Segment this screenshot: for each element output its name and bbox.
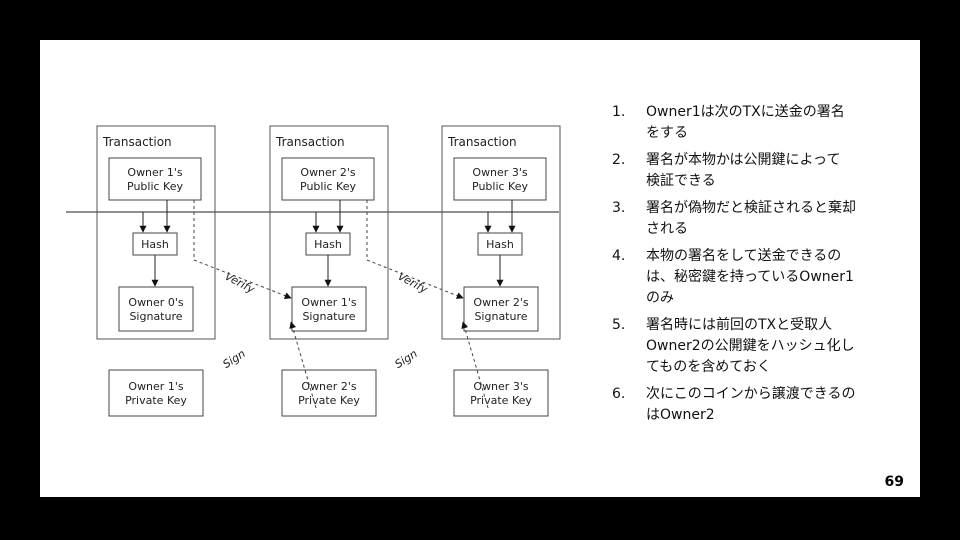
list-item-line: てものを含めておく (646, 359, 771, 375)
signature-line: Signature (302, 310, 355, 323)
list-item-line: は、秘密鍵を持っているOwner1 (646, 269, 854, 285)
list-item: 3. 署名が偽物だと検証されると棄却される (612, 198, 912, 240)
list-item-line: のみ (646, 290, 674, 306)
list-item-line: をする (646, 125, 688, 141)
transaction-label: Transaction (275, 135, 345, 149)
list-item-number: 6. (612, 386, 626, 402)
public-key-line: Public Key (127, 180, 183, 193)
transaction-label: Transaction (102, 135, 172, 149)
verify-label: Verify (396, 270, 430, 297)
list-item: 4. 本物の署名をして送金できるのは、秘密鍵を持っているOwner1 のみ (612, 246, 912, 309)
list-item: 6. 次にこのコインから譲渡できるのはOwner2 (612, 384, 912, 426)
list-item: 2. 署名が本物かは公開鍵によって検証できる (612, 150, 912, 192)
public-key-box (108, 157, 202, 201)
private-key-box (281, 369, 377, 417)
list-item-line: 署名時には前回のTXと受取人 (646, 317, 833, 333)
explanation-list: 1. Owner1は次のTXに送金の署名をする 2. 署名が本物かは公開鍵によって検証… (612, 102, 912, 426)
public-key-line: Public Key (472, 180, 528, 193)
list-item-number: 5. (612, 317, 626, 333)
private-key-line: Owner 3's (473, 380, 528, 393)
list-item-line: 署名が偽物だと検証されると棄却 (646, 200, 856, 216)
public-key-box (281, 157, 375, 201)
private-key-line: Owner 2's (301, 380, 356, 393)
transaction-1-frame (96, 125, 216, 340)
signature-line: Owner 0's (128, 296, 183, 309)
transaction-2-frame (269, 125, 389, 340)
verify-arrow (193, 200, 292, 299)
verify-arrow (366, 200, 464, 299)
sign-label: Sign (220, 347, 247, 371)
private-key-line: Private Key (470, 394, 532, 407)
public-key-line: Owner 2's (300, 166, 355, 179)
signature-line: Owner 1's (301, 296, 356, 309)
signature-box (463, 286, 539, 332)
private-key-box (108, 369, 204, 417)
list-item-line: 次にこのコインから譲渡できるの (646, 386, 856, 402)
sign-arrow (461, 321, 489, 409)
list-item-line: 本物の署名をして送金できるの (646, 248, 842, 264)
verify-label: Verify (223, 270, 257, 297)
list-item-number: 4. (612, 248, 626, 264)
list-item-line: はOwner2 (646, 407, 715, 423)
signature-line: Owner 2's (473, 296, 528, 309)
list-item-line: Owner2の公開鍵をハッシュ化し (646, 338, 855, 354)
sign-label: Sign (392, 347, 419, 371)
transaction-3-frame (441, 125, 561, 340)
list-item-line: 検証できる (646, 173, 716, 189)
signature-box (118, 286, 194, 332)
signature-line: Signature (129, 310, 182, 323)
signature-box (291, 286, 367, 332)
signature-line: Signature (474, 310, 527, 323)
list-item-line: される (646, 221, 688, 237)
list-item-number: 2. (612, 152, 626, 168)
public-key-line: Owner 1's (127, 166, 182, 179)
hash-label: Hash (141, 238, 169, 251)
list-item-number: 3. (612, 200, 626, 216)
list-item-line: Owner1は次のTXに送金の署名 (646, 104, 845, 120)
public-key-line: Public Key (300, 180, 356, 193)
list-item-line: 署名が本物かは公開鍵によって (646, 152, 841, 168)
transaction-label: Transaction (447, 135, 517, 149)
private-key-line: Private Key (298, 394, 360, 407)
hash-label: Hash (314, 238, 342, 251)
private-key-line: Owner 1's (128, 380, 183, 393)
list-item: 5. 署名時には前回のTXと受取人 Owner2の公開鍵をハッシュ化してものを含めて… (612, 315, 912, 378)
private-key-line: Private Key (125, 394, 187, 407)
hash-label: Hash (486, 238, 514, 251)
public-key-box (453, 157, 547, 201)
public-key-line: Owner 3's (472, 166, 527, 179)
list-item-number: 1. (612, 104, 626, 120)
list-item: 1. Owner1は次のTXに送金の署名をする (612, 102, 912, 144)
page-number: 69 (884, 474, 904, 490)
sign-arrow (289, 321, 317, 409)
private-key-box (453, 369, 549, 417)
